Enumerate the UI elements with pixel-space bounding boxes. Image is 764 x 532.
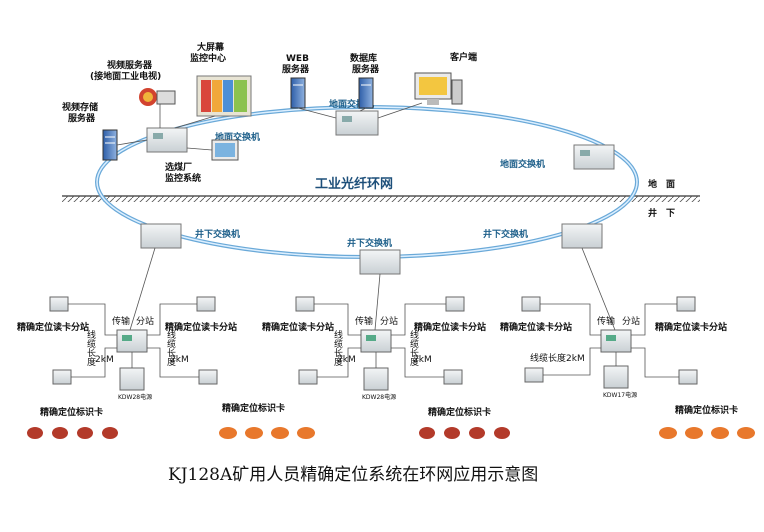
substation-middle: [360, 329, 392, 353]
db-server-icon: [358, 77, 374, 109]
reader-left-bottom-right: [198, 369, 218, 385]
psu-middle: [363, 367, 389, 391]
reader-right-bottom-left: [524, 367, 544, 383]
reader-mid-bottom-right: [443, 369, 463, 385]
coal-plant-label-1: 选煤厂: [165, 161, 192, 173]
sub-label-mid: 分站: [380, 315, 398, 327]
psu-right: [603, 365, 629, 389]
cluster-right: 精确定位读卡分站 精确定位读卡分站 传输 分站 线缆长度2kM KDW17电源 …: [500, 296, 755, 439]
cluster-left: 精确定位读卡分站 精确定位读卡分站 传输 分站 线缆长度 2kM 线缆长度 2k…: [17, 296, 237, 439]
ground-line: [62, 195, 700, 202]
cable-length-mid-a: 2kM: [337, 355, 356, 365]
reader-mid-bottom-left: [298, 369, 318, 385]
db-server-label-1: 数据库: [350, 52, 377, 64]
cable-label-left-a: 线缆长度: [85, 329, 96, 367]
reader-label-right-b: 精确定位读卡分站: [655, 321, 727, 333]
web-server-label-1: WEB: [286, 54, 309, 64]
coal-plant-label-2: 监控系统: [165, 172, 201, 184]
cable-label-right: 线缆长度2kM: [530, 352, 585, 364]
reader-right-top-left: [521, 296, 541, 312]
ring-label: 工业光纤环网: [315, 176, 393, 192]
card-label-mid-a: 精确定位标识卡: [222, 402, 285, 414]
big-screen-icon: [196, 75, 252, 117]
cable-label-left-b: 线缆长度: [165, 329, 176, 367]
psu-label-left: KDW28电源: [118, 393, 152, 401]
reader-label-right-a: 精确定位读卡分站: [500, 321, 572, 333]
sub-label-right: 分站: [622, 315, 640, 327]
web-server-label-2: 服务器: [282, 63, 310, 75]
reader-left-top-left: [49, 296, 69, 312]
ground-below-label: 井 下: [648, 207, 675, 219]
tx-label-mid: 传输: [355, 315, 373, 327]
reader-right-bottom-right: [678, 369, 698, 385]
surface-switch-center: [335, 110, 379, 136]
underground-switch-center-label: 井下交换机: [347, 237, 392, 249]
cable-label-mid-a: 线缆长度: [332, 329, 343, 367]
psu-left: [119, 367, 145, 391]
client-label: 客户端: [449, 51, 477, 63]
tx-label-right: 传输: [597, 315, 615, 327]
reader-left-bottom-left: [52, 369, 72, 385]
tag-cards-right: [659, 427, 755, 439]
substation-left: [116, 329, 148, 353]
reader-mid-top-right: [445, 296, 465, 312]
card-label-left: 精确定位标识卡: [40, 406, 103, 418]
client-computer-icon: [414, 72, 463, 105]
underground-switch-left-label: 井下交换机: [195, 228, 240, 240]
big-screen-label-1: 大屏幕: [197, 41, 225, 53]
underground-switch-right: [561, 223, 603, 249]
tag-cards-left: [27, 427, 118, 439]
reader-left-top-right: [196, 296, 216, 312]
db-server-label-2: 服务器: [352, 63, 380, 75]
cable-label-mid-b: 线缆长度: [408, 329, 419, 367]
cable-length-left-b: 2kM: [170, 355, 189, 365]
cluster-middle: 精确定位读卡分站 精确定位读卡分站 传输 分站 线缆长度 2kM 线缆长度 2k…: [219, 296, 510, 439]
video-server-icon: [139, 88, 176, 106]
psu-label-middle: KDW28电源: [362, 393, 396, 401]
video-storage-label-2: 服务器: [68, 112, 96, 124]
underground-switch-center: [359, 249, 401, 275]
web-server-icon: [290, 77, 306, 109]
reader-label-left-b: 精确定位读卡分站: [165, 321, 237, 333]
surface-switch-right: [573, 144, 615, 170]
reader-label-mid-b: 精确定位读卡分站: [414, 321, 486, 333]
reader-label-left-a: 精确定位读卡分站: [17, 321, 89, 333]
tag-cards-mid-a: [219, 427, 315, 439]
cable-length-left-a: 2kM: [95, 355, 114, 365]
surface-switch-left: [146, 127, 188, 153]
video-storage-server-icon: [102, 129, 118, 161]
underground-switch-left: [140, 223, 182, 249]
sub-label-left: 分站: [136, 315, 154, 327]
surface-switch-right-label: 地面交换机: [500, 158, 545, 170]
card-label-right: 精确定位标识卡: [675, 404, 738, 416]
big-screen-label-2: 监控中心: [190, 52, 226, 64]
video-server-label-1: 视频服务器: [107, 59, 153, 71]
coal-plant-monitor-icon: [211, 139, 239, 161]
video-storage-label-1: 视频存储: [62, 101, 98, 113]
psu-label-right: KDW17电源: [603, 391, 637, 399]
ground-above-label: 地 面: [648, 178, 675, 190]
substation-right: [600, 329, 632, 353]
video-server-label-2: (接地面工业电视): [90, 70, 161, 82]
surface-links: [116, 102, 423, 151]
cable-length-mid-b: 2kM: [413, 355, 432, 365]
underground-switch-right-label: 井下交换机: [483, 228, 528, 240]
reader-label-mid-a: 精确定位读卡分站: [262, 321, 334, 333]
card-label-mid-b: 精确定位标识卡: [428, 406, 491, 418]
tag-cards-mid-b: [419, 427, 510, 439]
diagram-title: KJ128A矿用人员精确定位系统在环网应用示意图: [168, 465, 538, 485]
underground-drop-lines: [129, 247, 616, 331]
tx-label-left: 传输: [112, 315, 130, 327]
reader-right-top-right: [676, 296, 696, 312]
reader-mid-top-left: [295, 296, 315, 312]
